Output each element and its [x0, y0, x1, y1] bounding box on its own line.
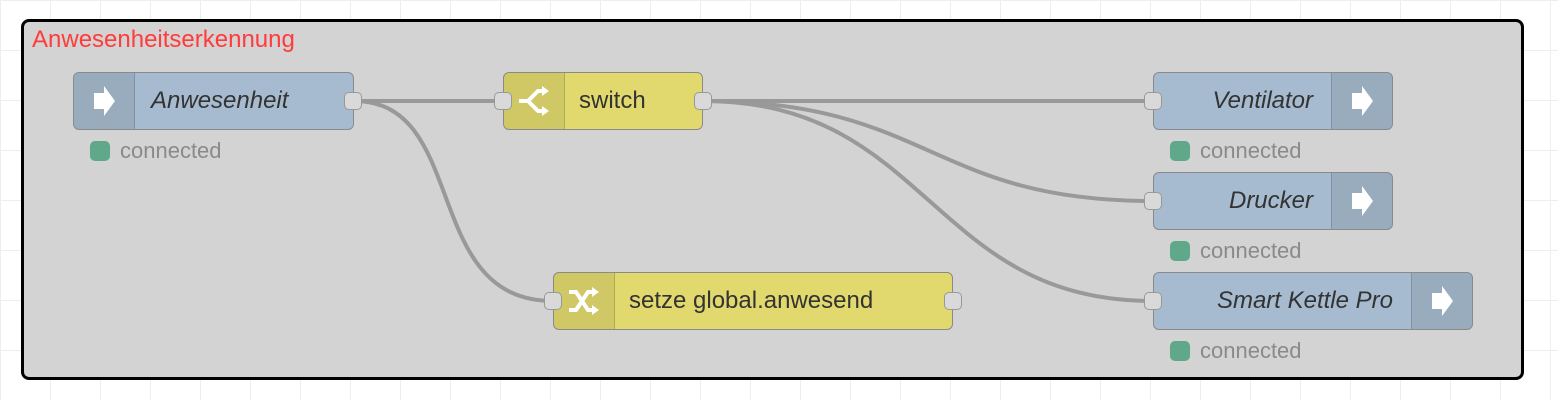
- shuffle-icon: [554, 273, 615, 329]
- arrow-right-icon: [1331, 73, 1392, 129]
- status-dot: [1170, 241, 1190, 261]
- output-port[interactable]: [694, 92, 712, 110]
- status-text: connected: [120, 138, 222, 163]
- status-drucker: connected: [1170, 238, 1302, 264]
- wire-anwesenheit-setze: [352, 99, 555, 303]
- status-text: connected: [1200, 338, 1302, 363]
- arrow-right-icon: [74, 73, 135, 129]
- group-label: Anwesenheitserkennung: [32, 26, 295, 53]
- node-label: setze global.anwesend: [629, 287, 874, 314]
- input-port[interactable]: [1144, 92, 1162, 110]
- input-port[interactable]: [1144, 292, 1162, 310]
- status-kettle: connected: [1170, 338, 1302, 364]
- status-dot: [1170, 141, 1190, 161]
- wire-switch-kettle: [701, 99, 1155, 303]
- arrow-right-icon: [1331, 173, 1392, 229]
- node-drucker[interactable]: Drucker: [1153, 172, 1393, 230]
- input-port[interactable]: [494, 92, 512, 110]
- node-label: Anwesenheit: [151, 87, 289, 114]
- input-port[interactable]: [544, 292, 562, 310]
- status-anwesenheit: connected: [90, 138, 222, 164]
- node-anwesenheit[interactable]: Anwesenheit: [73, 72, 354, 130]
- node-smart-kettle-pro[interactable]: Smart Kettle Pro: [1153, 272, 1473, 330]
- node-label: Ventilator: [1212, 87, 1314, 114]
- node-label: Drucker: [1228, 187, 1313, 214]
- status-dot: [1170, 341, 1190, 361]
- wire-switch-drucker: [701, 99, 1155, 203]
- switch-icon: [504, 73, 565, 129]
- status-dot: [90, 141, 110, 161]
- output-port[interactable]: [344, 92, 362, 110]
- arrow-right-icon: [1411, 273, 1472, 329]
- status-text: connected: [1200, 138, 1302, 163]
- status-ventilator: connected: [1170, 138, 1302, 164]
- node-switch[interactable]: switch: [503, 72, 703, 130]
- node-label: switch: [579, 87, 646, 114]
- node-label: Smart Kettle Pro: [1216, 287, 1393, 314]
- status-text: connected: [1200, 238, 1302, 263]
- input-port[interactable]: [1144, 192, 1162, 210]
- output-port[interactable]: [944, 292, 962, 310]
- node-setze-global[interactable]: setze global.anwesend: [553, 272, 953, 330]
- node-ventilator[interactable]: Ventilator: [1153, 72, 1393, 130]
